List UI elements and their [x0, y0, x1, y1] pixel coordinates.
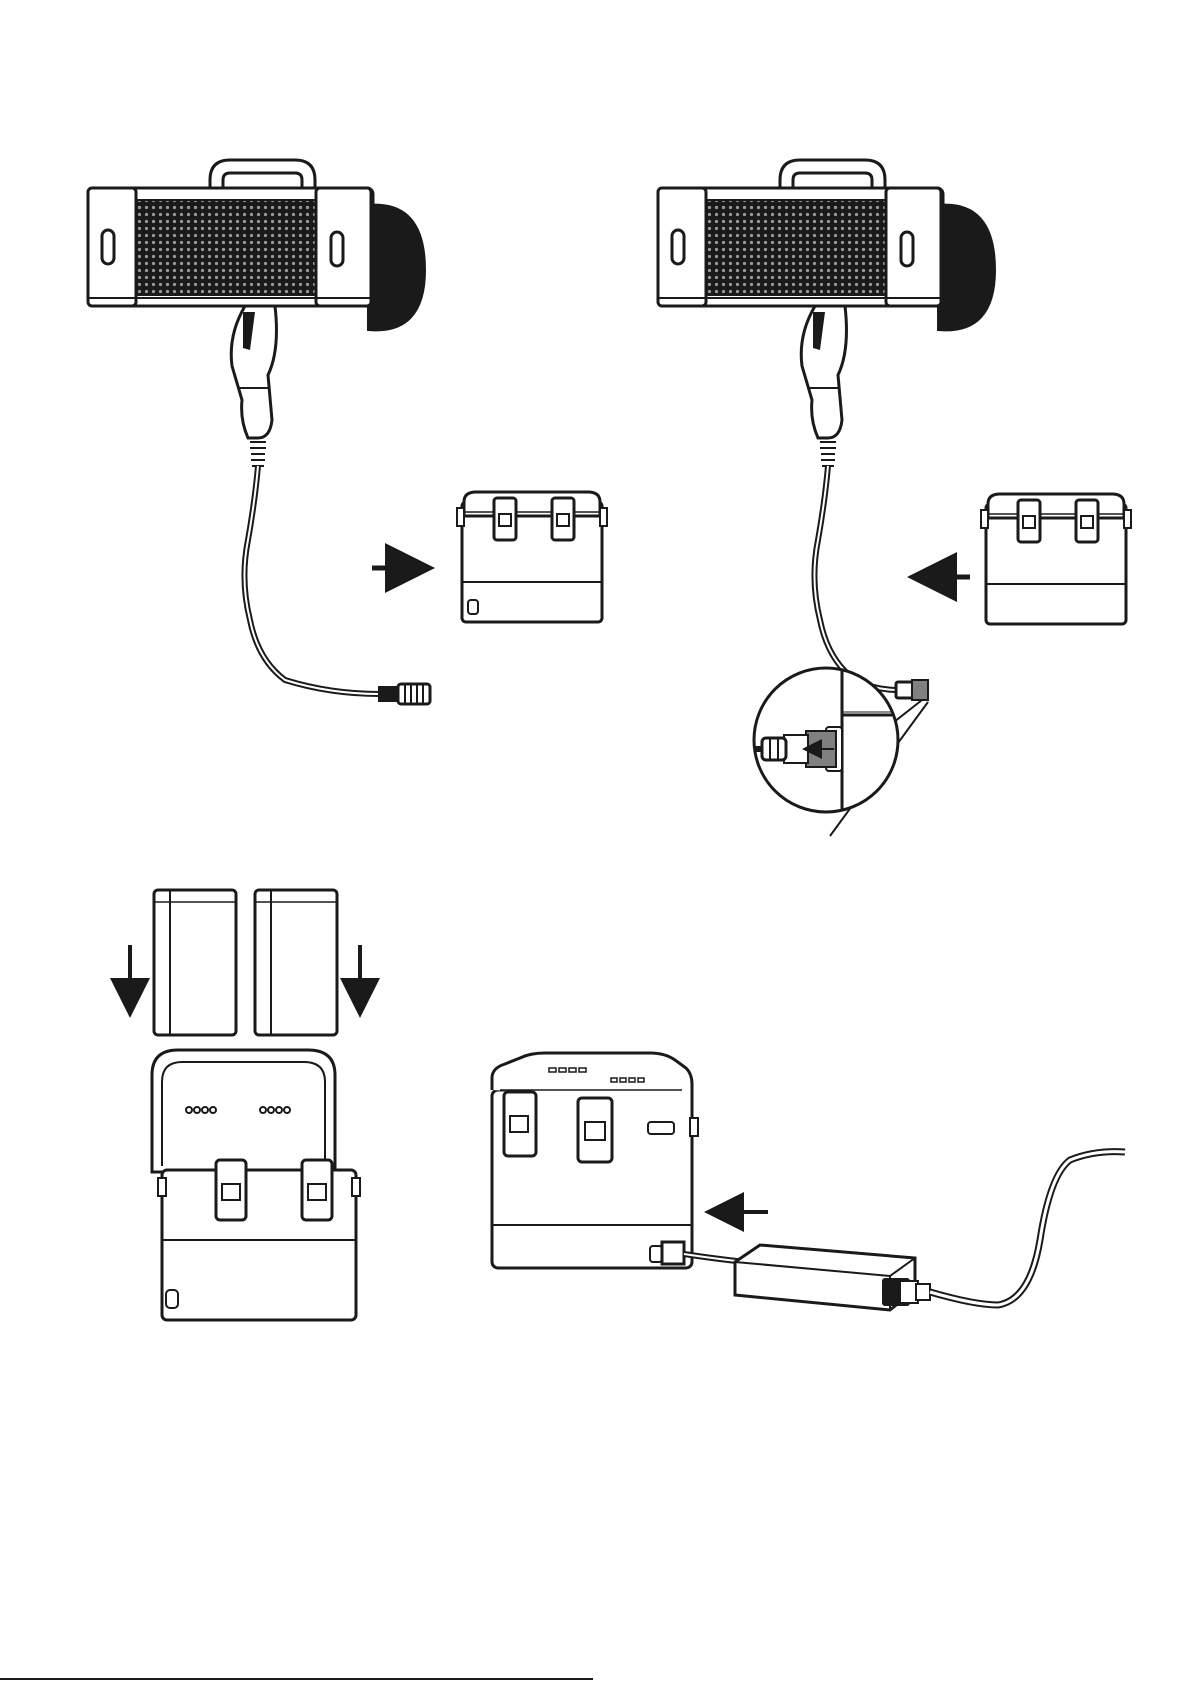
lamp-icon	[658, 160, 995, 466]
battery-icon	[154, 890, 236, 1035]
detail-zoom	[745, 660, 900, 820]
panel-connect-cable	[88, 160, 607, 704]
panel-connect-power	[492, 1053, 1125, 1310]
battery-case-open-icon	[152, 1050, 360, 1320]
cable-plug-icon	[378, 684, 430, 704]
battery-case-icon	[981, 494, 1131, 624]
panel-insert-batteries	[130, 890, 360, 1320]
battery-icon	[255, 890, 337, 1035]
power-adapter-icon	[735, 1245, 930, 1310]
lamp-icon	[88, 160, 425, 466]
battery-case-icon	[457, 492, 607, 622]
battery-case-icon	[492, 1053, 698, 1268]
